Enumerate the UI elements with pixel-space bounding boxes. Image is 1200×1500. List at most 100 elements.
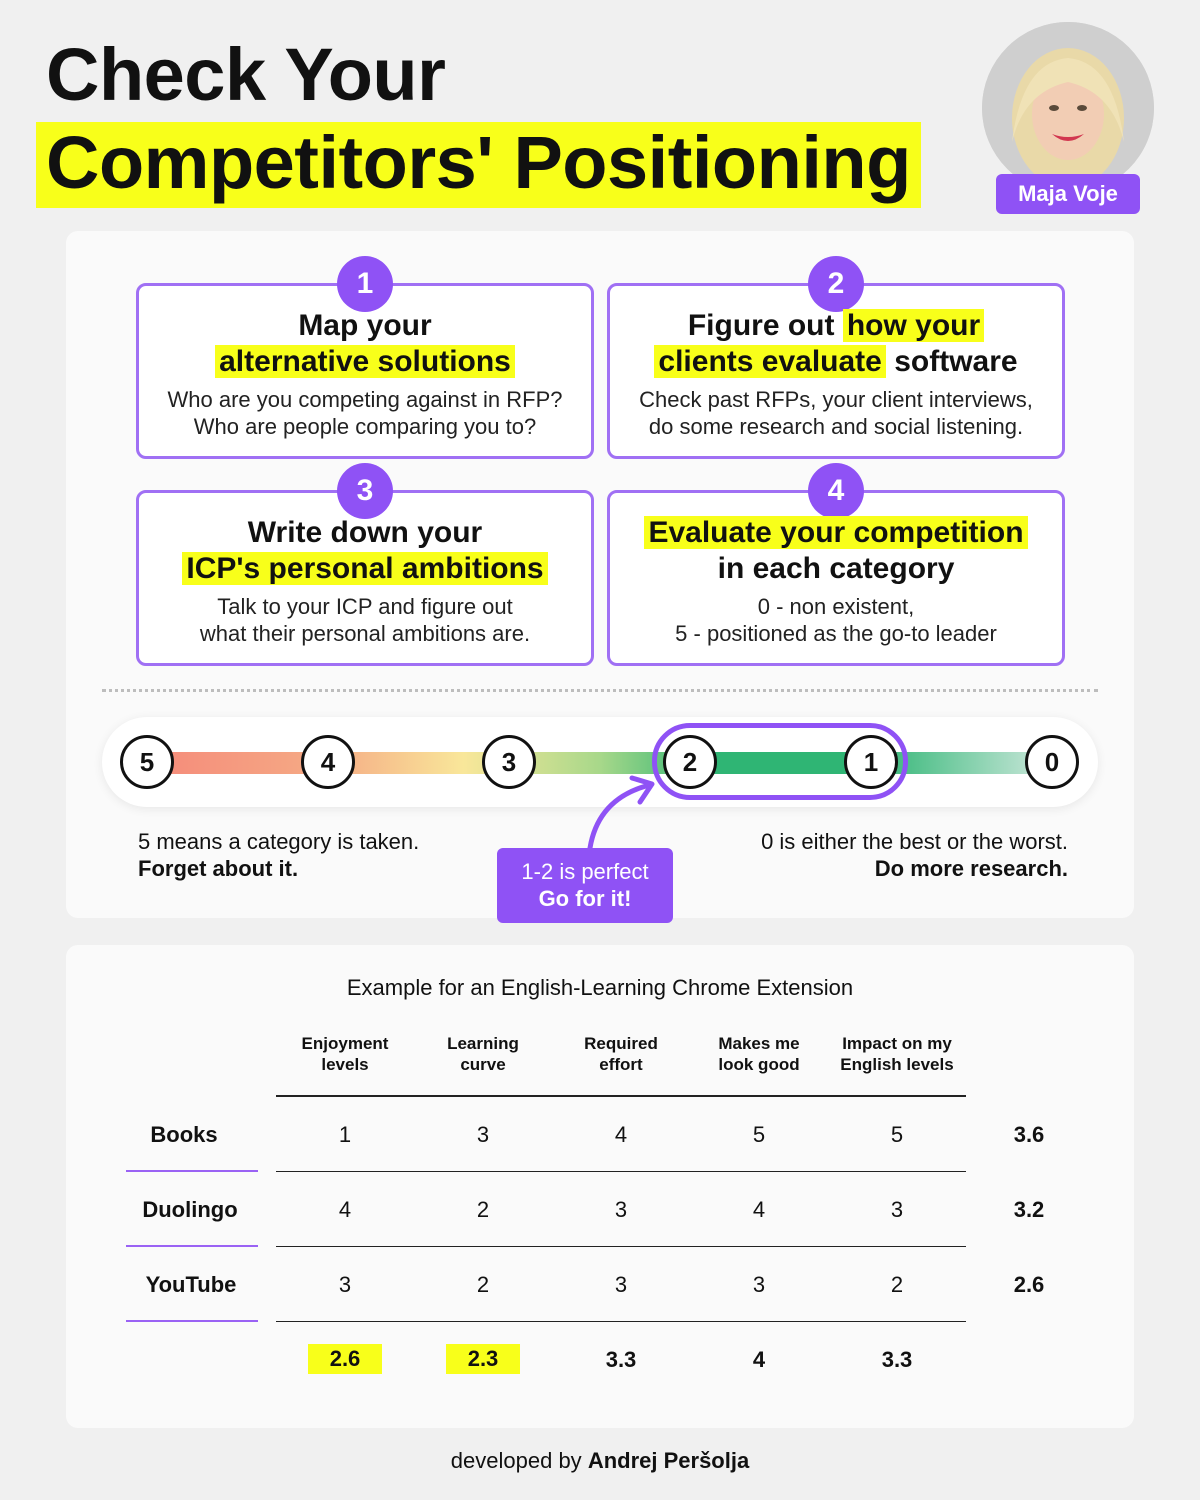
step-description-line: do some research and social listening. xyxy=(648,414,1024,439)
section-divider xyxy=(102,689,1098,692)
row-label-rule xyxy=(126,1245,258,1247)
sweet-spot-callout: 1-2 is perfect Go for it! xyxy=(497,848,673,923)
table-cell: 2 xyxy=(890,1272,904,1297)
table-cell: 2 xyxy=(476,1272,490,1297)
step-description: Talk to your ICP and figure out what the… xyxy=(139,593,591,647)
step-heading-line: Map your xyxy=(298,309,432,342)
column-header-line: Learning xyxy=(447,1034,519,1053)
example-title: Example for an English-Learning Chrome E… xyxy=(346,975,854,1000)
step-heading-text: software xyxy=(894,345,1018,378)
column-header-line: English levels xyxy=(840,1055,954,1074)
column-header: Learning curve xyxy=(423,1033,543,1075)
step-description-line: 0 - non existent, xyxy=(757,594,915,619)
step-heading-highlight: how your xyxy=(842,309,985,342)
scale-node-0: 0 xyxy=(1025,735,1079,789)
column-average: 4 xyxy=(752,1347,766,1372)
scale-node-2: 2 xyxy=(663,735,717,789)
step-card-4: 4 Evaluate your competition in each cate… xyxy=(607,463,1065,666)
step-heading-line: in each category xyxy=(717,552,955,585)
step-heading-highlight: ICP's personal ambitions xyxy=(182,552,548,585)
table-cell: 5 xyxy=(752,1122,766,1147)
column-header: Makes me look good xyxy=(699,1033,819,1075)
step-description-line: Who are people comparing you to? xyxy=(193,414,537,439)
column-header-line: levels xyxy=(321,1055,369,1074)
step-description-line: 5 - positioned as the go-to leader xyxy=(675,621,997,646)
column-header-line: Required xyxy=(584,1034,658,1053)
scale-note-text: 5 means a category is taken. xyxy=(138,829,420,854)
avatar-portrait-icon xyxy=(982,22,1154,194)
callout-text: 1-2 is perfect xyxy=(521,859,649,884)
step-description-line: Who are you competing against in RFP? xyxy=(167,387,563,412)
column-header-line: Makes me xyxy=(718,1034,800,1053)
example-panel xyxy=(66,945,1134,1428)
author-name-badge: Maja Voje xyxy=(996,174,1140,214)
scale-node-5: 5 xyxy=(120,735,174,789)
step-heading-text: Figure out xyxy=(687,309,835,342)
table-row-rule xyxy=(276,1246,966,1247)
table-row-label: YouTube xyxy=(145,1272,237,1297)
callout-bold: Go for it! xyxy=(538,886,632,911)
table-cell: 4 xyxy=(614,1122,628,1147)
step-heading-highlight: clients evaluate xyxy=(654,345,886,378)
column-average: 3.3 xyxy=(605,1347,637,1372)
footer-credit: developed by Andrej Peršolja xyxy=(0,1448,1200,1474)
scale-node-3: 3 xyxy=(482,735,536,789)
scale-node-1: 1 xyxy=(844,735,898,789)
table-cell: 3 xyxy=(476,1122,490,1147)
step-number-badge: 2 xyxy=(808,256,864,312)
table-cell: 1 xyxy=(338,1122,352,1147)
step-heading-highlight: alternative solutions xyxy=(215,345,515,378)
step-description-line: Check past RFPs, your client interviews, xyxy=(639,387,1033,412)
column-average: 3.3 xyxy=(881,1347,913,1372)
column-average-highlight: 2.6 xyxy=(308,1344,382,1374)
table-cell: 3 xyxy=(890,1197,904,1222)
step-heading: Map your alternative solutions xyxy=(139,308,591,380)
column-header-line: effort xyxy=(599,1055,643,1074)
scale-note-text: 0 is either the best or the worst. xyxy=(761,829,1068,854)
table-header-rule xyxy=(276,1095,966,1097)
table-row-rule xyxy=(276,1171,966,1172)
step-heading: Figure out how your clients evaluate sof… xyxy=(610,308,1062,380)
column-header-line: look good xyxy=(718,1055,800,1074)
column-header: Enjoyment levels xyxy=(285,1033,405,1075)
step-description: 0 - non existent, 5 - positioned as the … xyxy=(610,593,1062,647)
scale-node-4: 4 xyxy=(301,735,355,789)
step-description: Check past RFPs, your client interviews,… xyxy=(610,386,1062,440)
step-description-line: Talk to your ICP and figure out xyxy=(217,594,513,619)
step-card-3: 3 Write down your ICP's personal ambitio… xyxy=(136,463,594,666)
column-header: Required effort xyxy=(561,1033,681,1075)
column-header-line: curve xyxy=(460,1055,506,1074)
scale-left-note: 5 means a category is taken. Forget abou… xyxy=(138,828,419,882)
row-average: 3.6 xyxy=(1013,1122,1045,1147)
page-title-line1: Check Your xyxy=(46,33,446,116)
column-average-highlight: 2.3 xyxy=(446,1344,520,1374)
step-card-1: 1 Map your alternative solutions Who are… xyxy=(136,256,594,459)
step-number-badge: 3 xyxy=(337,463,393,519)
row-average: 2.6 xyxy=(1013,1272,1045,1297)
sweet-spot-frame xyxy=(652,723,908,800)
step-heading-highlight: Evaluate your competition xyxy=(644,516,1028,549)
table-cell: 2 xyxy=(476,1197,490,1222)
table-cell: 4 xyxy=(752,1197,766,1222)
step-heading-line: Write down your xyxy=(247,516,483,549)
table-row-label: Duolingo xyxy=(142,1197,238,1222)
column-header-line: Enjoyment xyxy=(301,1034,389,1053)
table-cell: 3 xyxy=(752,1272,766,1297)
table-cell: 3 xyxy=(614,1197,628,1222)
footer-author: Andrej Peršolja xyxy=(587,1448,750,1473)
scale-right-note: 0 is either the best or the worst. Do mo… xyxy=(761,828,1068,882)
scale-note-bold: Forget about it. xyxy=(138,856,299,881)
step-number-badge: 4 xyxy=(808,463,864,519)
footer-prefix: developed by xyxy=(450,1448,582,1473)
table-cell: 3 xyxy=(614,1272,628,1297)
table-cell: 3 xyxy=(338,1272,352,1297)
step-heading: Write down your ICP's personal ambitions xyxy=(139,515,591,587)
step-description: Who are you competing against in RFP? Wh… xyxy=(139,386,591,440)
step-card-2: 2 Figure out how your clients evaluate s… xyxy=(607,256,1065,459)
table-row-rule xyxy=(276,1321,966,1322)
scale-note-bold: Do more research. xyxy=(874,856,1068,881)
column-header: Impact on my English levels xyxy=(837,1033,957,1075)
table-cell: 4 xyxy=(338,1197,352,1222)
column-header-line: Impact on my xyxy=(842,1034,952,1053)
rating-scale-gradient xyxy=(147,752,1052,774)
